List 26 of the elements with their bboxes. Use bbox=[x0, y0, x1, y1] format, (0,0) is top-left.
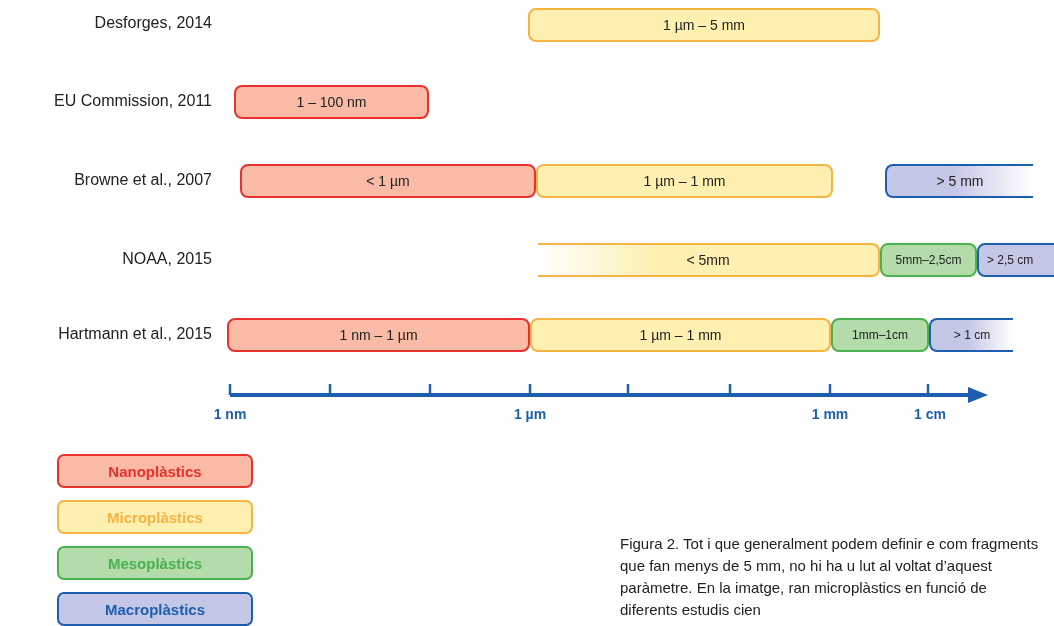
tick-label: 1 cm bbox=[914, 406, 946, 422]
legend-swatch: Nanoplàstics bbox=[57, 454, 253, 488]
nanoplastic-range-bar: < 1 µm bbox=[240, 164, 536, 198]
macroplastic-range-bar: > 1 cm bbox=[929, 318, 1013, 352]
macroplastic-range-bar: > 5 mm bbox=[885, 164, 1033, 198]
tick-label: 1 nm bbox=[213, 406, 247, 422]
nanoplastic-range-bar: 1 nm – 1 µm bbox=[227, 318, 530, 352]
tick-label: 1 µm bbox=[513, 406, 547, 422]
microplastic-range-bar: < 5mm bbox=[538, 243, 880, 277]
legend-swatch: Microplàstics bbox=[57, 500, 253, 534]
study-label: Browne et al., 2007 bbox=[74, 171, 212, 189]
mesoplastic-range-bar: 1mm–1cm bbox=[831, 318, 929, 352]
figure-caption: Figura 2. Tot i que generalment podem definir e com fragments que fan menys de 5 mm, no hi ha u lut al voltat d’aquest paràmetre. En la imatge, ran microplàstics en funció de diferents estudis cien bbox=[620, 534, 1040, 620]
microplastic-range-bar: 1 µm – 1 mm bbox=[536, 164, 833, 198]
study-label: Hartmann et al., 2015 bbox=[58, 325, 212, 343]
microplastic-range-bar: 1 µm – 1 mm bbox=[530, 318, 831, 352]
macroplastic-range-bar: > 2,5 cm bbox=[977, 243, 1054, 277]
study-label: Desforges, 2014 bbox=[94, 14, 212, 32]
study-label: EU Commission, 2011 bbox=[54, 92, 212, 110]
mesoplastic-range-bar: 5mm–2,5cm bbox=[880, 243, 977, 277]
legend-swatch: Mesoplàstics bbox=[57, 546, 253, 580]
microplastic-range-bar: 1 µm – 5 mm bbox=[528, 8, 880, 42]
nanoplastic-range-bar: 1 – 100 nm bbox=[234, 85, 429, 119]
tick-label: 1 mm bbox=[811, 406, 849, 422]
legend-swatch: Macroplàstics bbox=[57, 592, 253, 626]
study-label: NOAA, 2015 bbox=[122, 250, 212, 268]
